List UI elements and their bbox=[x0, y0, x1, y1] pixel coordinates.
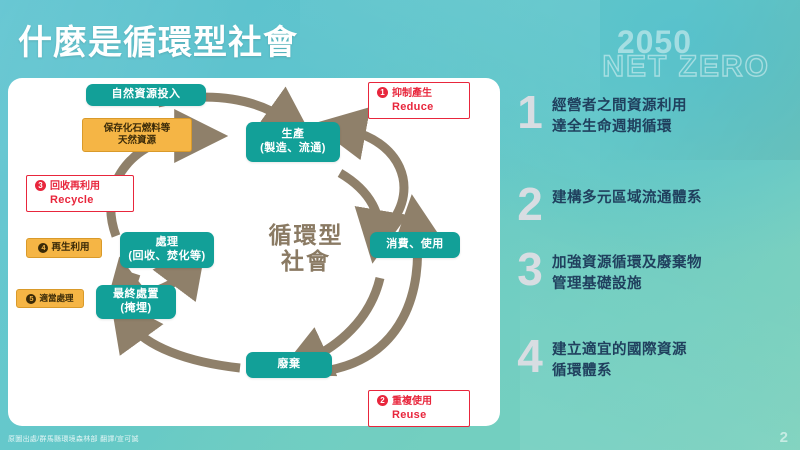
node-waste-label: 廢棄 bbox=[277, 358, 301, 371]
point-number: 2 bbox=[517, 178, 543, 230]
point-number: 3 bbox=[517, 243, 543, 295]
callout-recycle-zh: 回收再利用 bbox=[50, 181, 100, 192]
point-text: 建立適宜的國際資源 循環體系 bbox=[552, 340, 687, 381]
list-item: 4 建立適宜的國際資源 循環體系 bbox=[508, 330, 792, 382]
callout-reuse-number: 2 bbox=[377, 395, 388, 406]
point-line1: 加強資源循環及廢棄物 bbox=[552, 255, 702, 271]
point-line2: 循環體系 bbox=[552, 362, 612, 379]
node-consume: 消費、使用 bbox=[370, 232, 460, 258]
note-fossil-resources: 保存化石燃料等 天然資源 bbox=[82, 118, 192, 152]
point-text: 加強資源循環及廢棄物 管理基礎設施 bbox=[552, 253, 702, 294]
point-number: 1 bbox=[517, 86, 543, 138]
tag-regenerate-label: 再生利用 bbox=[51, 241, 90, 253]
page-title: 什麼是循環型社會 bbox=[18, 24, 298, 62]
tag-regenerate-number: 4 bbox=[38, 243, 49, 253]
tag-proper-treatment: 5 適當處理 bbox=[16, 289, 84, 308]
node-final-disposal-label: 最終處置 bbox=[113, 288, 159, 301]
list-item: 1 經營者之間資源利用 達全生命週期循環 bbox=[508, 86, 792, 138]
note-fossil-line2: 天然資源 bbox=[117, 135, 156, 146]
callout-reduce: 1 抑制產生 Reduce bbox=[368, 82, 470, 120]
footer-credit: 原圖出處/群馬縣環境森林部 翻譯/宣可誠 bbox=[8, 436, 139, 443]
callout-recycle-en: Recycle bbox=[50, 193, 94, 206]
point-line1: 建構多元區域流通體系 bbox=[552, 190, 702, 206]
node-final-disposal-sublabel: (掩埋) bbox=[120, 302, 152, 314]
list-item: 2 建構多元區域流通體系 bbox=[508, 178, 792, 230]
page-number: 2 bbox=[779, 429, 788, 446]
callout-reduce-number: 1 bbox=[377, 87, 388, 98]
tag-proper-treatment-number: 5 bbox=[26, 293, 37, 304]
node-production: 生產 (製造、流通) bbox=[246, 122, 340, 162]
tag-proper-treatment-label: 適當處理 bbox=[39, 292, 74, 303]
tag-regenerate: 4 再生利用 bbox=[26, 238, 102, 258]
center-label-line2: 社會 bbox=[281, 248, 331, 275]
node-production-label: 生產 bbox=[281, 128, 305, 141]
node-treatment: 處理 (回收、焚化等) bbox=[120, 232, 214, 268]
callout-reuse-en: Reuse bbox=[392, 408, 427, 421]
point-line1: 建立適宜的國際資源 bbox=[552, 342, 687, 358]
list-item: 3 加強資源循環及廢棄物 管理基礎設施 bbox=[508, 243, 792, 295]
center-label-line1: 循環型 bbox=[268, 222, 344, 248]
point-line1: 經營者之間資源利用 bbox=[552, 98, 687, 114]
node-treatment-label: 處理 bbox=[155, 236, 179, 249]
point-text: 建構多元區域流通體系 bbox=[552, 188, 702, 209]
node-final-disposal: 最終處置 (掩埋) bbox=[96, 285, 176, 319]
node-treatment-sublabel: (回收、焚化等) bbox=[128, 250, 206, 262]
point-number: 4 bbox=[517, 330, 543, 382]
watermark-2050: 2050 bbox=[616, 24, 692, 60]
center-label: 循環型 社會 bbox=[246, 222, 366, 275]
node-waste: 廢棄 bbox=[246, 352, 332, 378]
point-text: 經營者之間資源利用 達全生命週期循環 bbox=[552, 96, 687, 137]
callout-reduce-zh: 抑制產生 bbox=[392, 88, 432, 99]
node-consume-label: 消費、使用 bbox=[386, 238, 444, 251]
key-points-list: 1 經營者之間資源利用 達全生命週期循環 2 建構多元區域流通體系 3 加強資源… bbox=[508, 78, 792, 426]
callout-reuse: 2 重複使用 Reuse bbox=[368, 390, 470, 428]
callout-recycle: 3 回收再利用 Recycle bbox=[26, 175, 134, 213]
point-line2: 達全生命週期循環 bbox=[552, 118, 672, 135]
node-production-sublabel: (製造、流通) bbox=[260, 142, 326, 154]
note-fossil-line1: 保存化石燃料等 bbox=[103, 122, 171, 134]
callout-reduce-en: Reduce bbox=[392, 100, 434, 113]
callout-recycle-number: 3 bbox=[35, 180, 46, 191]
callout-reuse-zh: 重複使用 bbox=[392, 396, 432, 407]
node-input-label: 自然資源投入 bbox=[111, 88, 181, 101]
point-line2: 管理基礎設施 bbox=[552, 275, 642, 292]
node-input: 自然資源投入 bbox=[86, 84, 206, 106]
